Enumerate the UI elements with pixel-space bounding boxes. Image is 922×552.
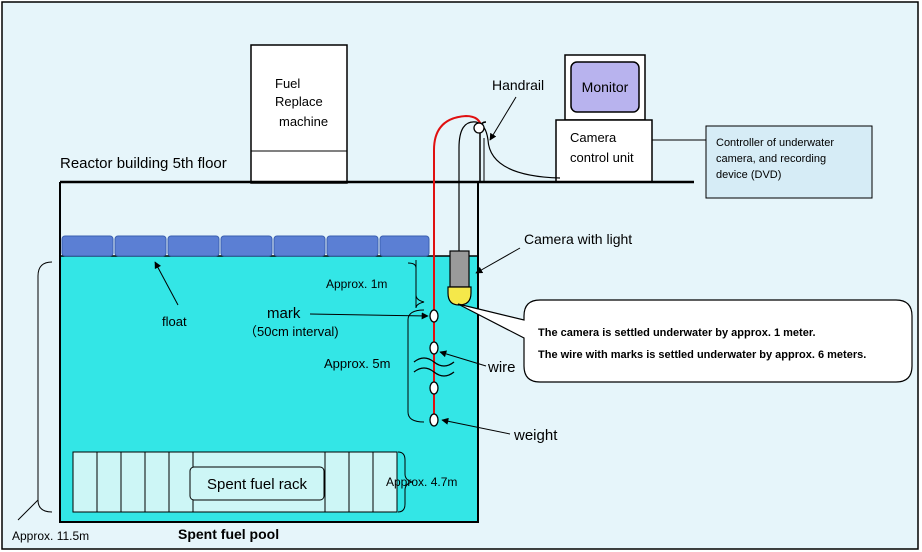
controller-note-line-2: camera, and recording	[716, 153, 826, 165]
camera-control-label-1: Camera	[570, 130, 617, 145]
controller-note-line-3: device (DVD)	[716, 169, 781, 181]
handrail-label: Handrail	[492, 77, 544, 93]
callout-line-2: The wire with marks is settled underwate…	[538, 349, 866, 361]
handrail-arrow	[489, 96, 517, 141]
callout-line-1: The camera is settled underwater by appr…	[538, 327, 816, 339]
float-block	[326, 235, 379, 257]
bracket-approx-5m	[407, 309, 425, 423]
approx-11-5m-leader	[17, 499, 39, 521]
weight-label: weight	[513, 427, 558, 444]
fuel-machine-label-1: Fuel	[275, 76, 300, 91]
controller-note-box	[705, 125, 873, 199]
rack-label: Spent fuel rack	[207, 476, 308, 493]
camera-cable	[458, 121, 561, 255]
approx-1m-label: Approx. 1m	[326, 277, 387, 291]
bracket-approx-1m	[407, 260, 425, 309]
float-block	[114, 235, 167, 257]
wire-label: wire	[487, 359, 516, 376]
wire-mark	[429, 341, 439, 355]
weight-arrow	[441, 417, 511, 435]
bracket-approx-4-7m	[397, 451, 414, 513]
wire-break-symbol	[413, 357, 455, 377]
camera-control-unit	[555, 119, 653, 183]
wire-mark	[429, 309, 439, 323]
bracket-approx-11-5m	[37, 261, 53, 513]
camera-control-label-2: control unit	[570, 150, 634, 165]
wire-arrow	[439, 350, 487, 367]
camera-light-icon	[447, 286, 472, 306]
controller-note-line-1: Controller of underwater	[716, 137, 834, 149]
callout-bubble	[457, 299, 913, 383]
camera-light-label: Camera with light	[524, 231, 632, 247]
mark-label: mark	[267, 305, 301, 322]
float-label: float	[162, 314, 187, 329]
approx-11-5m-label: Approx. 11.5m	[12, 529, 89, 543]
float-block	[220, 235, 273, 257]
float-block	[379, 235, 430, 257]
mark-interval-label: （50cm interval)	[244, 324, 339, 339]
weight-mark	[429, 413, 439, 427]
approx-5m-label: Approx. 5m	[324, 356, 390, 371]
camera-light-arrow	[475, 247, 521, 274]
spent-fuel-pool-label: Spent fuel pool	[178, 526, 279, 542]
float-row	[61, 235, 430, 257]
fuel-machine-label-2: Replace	[275, 94, 323, 109]
monitor-label: Monitor	[582, 79, 629, 95]
float-block	[273, 235, 326, 257]
camera-body	[449, 250, 470, 288]
handrail-pulley	[473, 122, 485, 134]
pool-walls	[59, 182, 479, 523]
float-arrow	[154, 261, 179, 306]
rack-label-box	[189, 466, 325, 501]
fuel-replace-machine-box	[250, 44, 348, 184]
approx-4-7m-label: Approx. 4.7m	[386, 475, 457, 489]
monitor-screen	[570, 61, 640, 113]
floor-label: Reactor building 5th floor	[60, 155, 227, 172]
wire-mark	[429, 381, 439, 395]
mark-arrow	[309, 312, 429, 320]
spent-fuel-rack: Spent fuel rack	[72, 451, 398, 513]
fuel-machine-label-3: machine	[279, 114, 328, 129]
float-block	[61, 235, 114, 257]
float-block	[167, 235, 220, 257]
